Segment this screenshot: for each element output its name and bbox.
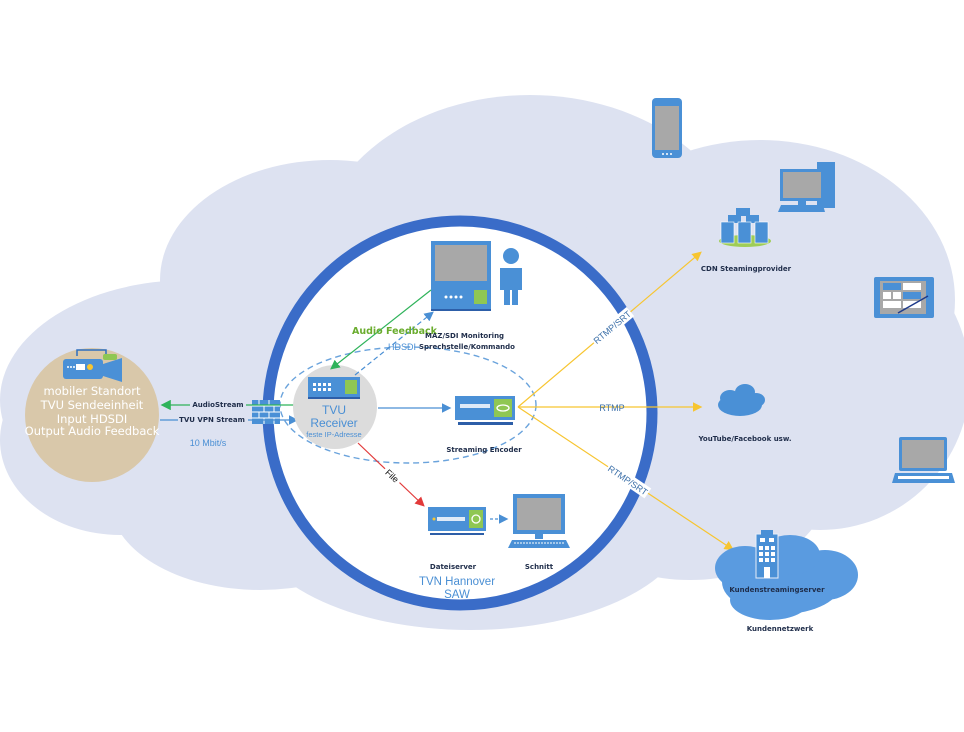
- monitor-icon: [431, 241, 491, 311]
- receiver-subtitle: feste IP-Adresse: [306, 430, 361, 439]
- desktop-pc-icon: [778, 162, 835, 212]
- audio-feedback-arrow: [330, 289, 432, 370]
- office-building-icon: [755, 530, 779, 579]
- person-icon: [500, 248, 522, 305]
- file-server[interactable]: Dateiserver: [428, 507, 486, 571]
- rtmp-mid-label: RTMP: [599, 403, 624, 413]
- mobile-site-line-3: Input HDSDI: [57, 412, 127, 426]
- receiver-title-2: Receiver: [310, 416, 357, 430]
- mobile-site-line-2: TVU Sendeeinheit: [40, 398, 144, 412]
- laptop-icon: [892, 437, 955, 483]
- customer-cloud: [715, 535, 858, 620]
- bandwidth-label: 10 Mbit/s: [190, 438, 227, 448]
- editing-label: Schnitt: [525, 563, 554, 571]
- editing-workstation[interactable]: Schnitt: [508, 494, 570, 571]
- receiver-title-1: TVU: [322, 403, 346, 417]
- audio-feedback-label: Audio Feedback: [352, 326, 438, 337]
- cloud-icon: [718, 384, 765, 416]
- vpn-stream-label: TVU VPN Stream: [179, 416, 245, 424]
- audio-stream-label: AudioStream: [192, 401, 243, 409]
- server-farm-icon: [719, 208, 771, 247]
- monitoring-label-1: MAZ/SDI Monitoring: [425, 332, 504, 340]
- monitoring-station[interactable]: [431, 241, 522, 311]
- customer-network-label: Kundennetzwerk: [747, 625, 814, 633]
- site-name-line-2: SAW: [444, 589, 470, 601]
- smartphone-icon: [652, 98, 682, 158]
- site-name-line-1: TVN Hannover: [419, 576, 495, 588]
- encoder-label: Streaming Encoder: [446, 446, 522, 454]
- encoder-device-icon: [455, 396, 515, 425]
- hdsdi-label: HDSDI: [388, 342, 416, 352]
- mobile-site[interactable]: mobiler Standort TVU Sendeeinheit Input …: [25, 348, 160, 482]
- mobile-site-line-4: Output Audio Feedback: [25, 424, 160, 438]
- cdn-provider[interactable]: CDN Steamingprovider: [701, 208, 792, 273]
- customer-network[interactable]: Kundenstreamingserver Kundennetzwerk: [715, 530, 858, 633]
- hdsdi-arrow: [354, 311, 434, 376]
- receiver-device-icon: [308, 377, 360, 399]
- desktop-computer-icon: [508, 494, 570, 548]
- streaming-encoder[interactable]: Streaming Encoder: [446, 396, 522, 454]
- youtube-facebook-service[interactable]: YouTube/Facebook usw.: [697, 384, 792, 443]
- monitoring-label-2: Sprechstelle/Kommando: [419, 343, 515, 351]
- youtube-label: YouTube/Facebook usw.: [697, 435, 791, 443]
- camera-icon: [63, 349, 122, 382]
- cdn-label: CDN Steamingprovider: [701, 265, 792, 273]
- customer-server-label: Kundenstreamingserver: [729, 586, 825, 594]
- fileserver-label: Dateiserver: [430, 563, 477, 571]
- mobile-site-line-1: mobiler Standort: [43, 384, 141, 398]
- tablet-icon: [874, 277, 934, 318]
- tvu-receiver[interactable]: TVU Receiver feste IP-Adresse: [293, 365, 377, 449]
- file-server-icon: [428, 507, 486, 535]
